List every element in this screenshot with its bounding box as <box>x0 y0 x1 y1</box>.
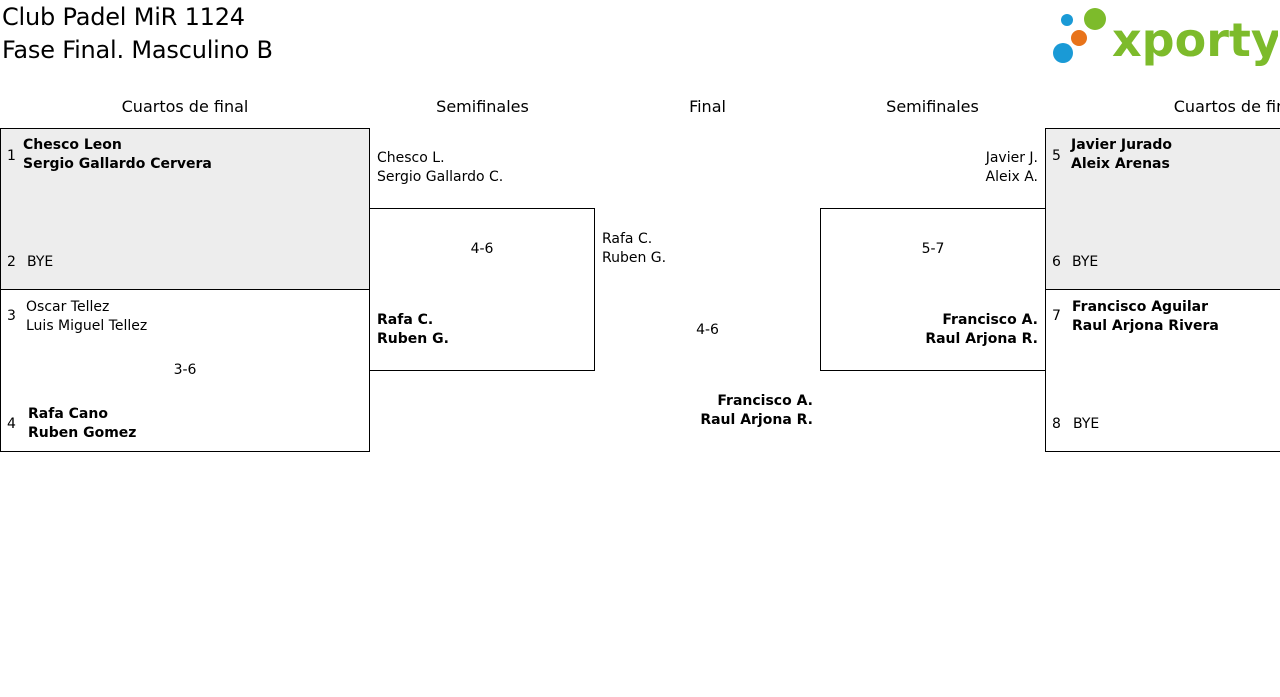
left-qf-match-1 <box>0 128 370 290</box>
round-final: Final <box>689 97 726 116</box>
team-6-bye: BYE <box>1072 254 1099 270</box>
seed-8: 8 <box>1052 416 1061 432</box>
left-qf-match-2-score: 3-6 <box>173 362 197 378</box>
right-qf-match-2 <box>1045 289 1280 452</box>
left-sf-score: 4-6 <box>470 241 494 257</box>
seed-5: 5 <box>1052 148 1061 164</box>
team-4-player-2[interactable]: Ruben Gomez <box>28 425 137 441</box>
team-2-bye: BYE <box>27 254 54 270</box>
xporty-logo: xporty <box>1050 4 1280 68</box>
logo-dot-orange <box>1071 30 1087 46</box>
left-sf-bottom-player-2[interactable]: Ruben G. <box>377 331 449 347</box>
team-5-player-2[interactable]: Aleix Arenas <box>1071 156 1170 172</box>
right-sf-bottom-player-1[interactable]: Francisco A. <box>942 312 1038 328</box>
seed-7: 7 <box>1052 308 1061 324</box>
phase-title: Fase Final. Masculino B <box>2 36 273 64</box>
left-sf-top-player-2[interactable]: Sergio Gallardo C. <box>377 169 504 185</box>
seed-6: 6 <box>1052 254 1061 270</box>
team-7-player-1[interactable]: Francisco Aguilar <box>1072 299 1208 315</box>
logo-text: xporty <box>1112 13 1278 67</box>
seed-4: 4 <box>7 416 16 432</box>
final-score: 4-6 <box>696 322 719 338</box>
team-1-player-1[interactable]: Chesco Leon <box>23 137 122 153</box>
final-bottom-player-2[interactable]: Raul Arjona R. <box>700 412 813 428</box>
final-top-player-1[interactable]: Rafa C. <box>602 231 653 247</box>
final-top-player-2[interactable]: Ruben G. <box>602 250 667 266</box>
round-right-quarterfinals: Cuartos de fin <box>1173 97 1280 116</box>
logo-dot-green <box>1084 8 1106 30</box>
right-sf-top-player-1[interactable]: Javier J. <box>985 150 1038 166</box>
seed-3: 3 <box>7 308 16 324</box>
round-right-semifinals: Semifinales <box>886 97 979 116</box>
left-sf-top-player-1[interactable]: Chesco L. <box>377 150 445 166</box>
seed-2: 2 <box>7 254 16 270</box>
team-1-player-2[interactable]: Sergio Gallardo Cervera <box>23 156 212 172</box>
right-sf-top-player-2[interactable]: Aleix A. <box>985 169 1039 185</box>
club-title: Club Padel MiR 1124 <box>2 3 245 31</box>
left-sf-box <box>369 208 595 371</box>
right-sf-bottom-player-2[interactable]: Raul Arjona R. <box>925 331 1038 347</box>
right-sf-score: 5-7 <box>921 241 945 257</box>
logo-dot-blue <box>1053 43 1073 63</box>
team-8-bye: BYE <box>1073 416 1100 432</box>
seed-1: 1 <box>7 148 16 164</box>
team-4-player-1[interactable]: Rafa Cano <box>28 406 108 422</box>
team-3-player-2[interactable]: Luis Miguel Tellez <box>26 318 148 334</box>
left-sf-bottom-player-1[interactable]: Rafa C. <box>377 312 434 328</box>
logo-dot-blue-small <box>1061 14 1073 26</box>
team-7-player-2[interactable]: Raul Arjona Rivera <box>1072 318 1219 334</box>
final-bottom-player-1[interactable]: Francisco A. <box>717 393 813 409</box>
team-5-player-1[interactable]: Javier Jurado <box>1071 137 1173 153</box>
team-3-player-1[interactable]: Oscar Tellez <box>26 299 110 315</box>
right-qf-match-1 <box>1045 128 1280 290</box>
round-left-semifinals: Semifinales <box>436 97 529 116</box>
round-left-quarterfinals: Cuartos de final <box>121 97 249 116</box>
